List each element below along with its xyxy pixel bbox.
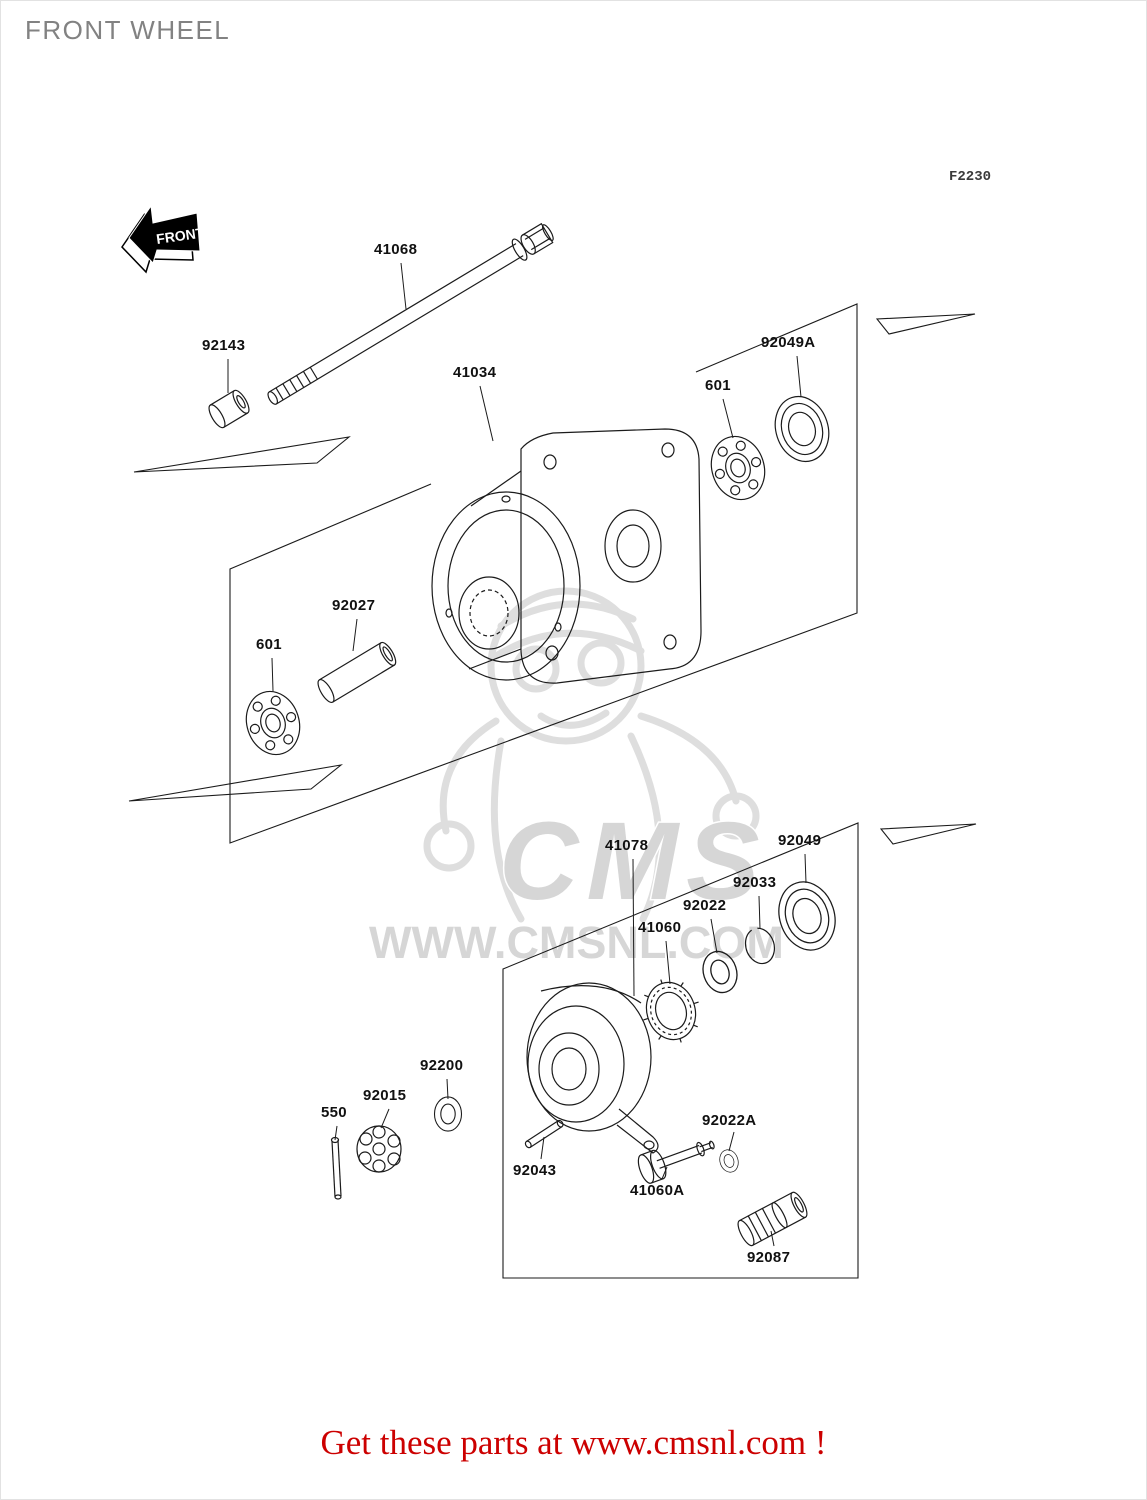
part-hub-41034: [431, 428, 702, 684]
part-label-92033[interactable]: 92033: [733, 874, 777, 891]
part-axle-41068: [267, 222, 554, 405]
front-arrow-label: FRONT: [155, 224, 205, 247]
part-pin-550: [330, 1136, 342, 1200]
part-label-550[interactable]: 550: [321, 1104, 347, 1121]
part-label-41068[interactable]: 41068: [374, 241, 418, 258]
part-gearshaft-41060a: [637, 1140, 715, 1184]
part-label-41034[interactable]: 41034: [453, 364, 497, 381]
part-label-92022[interactable]: 92022: [683, 897, 727, 914]
part-label-92049a[interactable]: 92049A: [761, 334, 816, 351]
front-arrow: FRONT: [121, 204, 206, 274]
part-bushing-92087: [737, 1191, 808, 1247]
part-retainer-92015: [356, 1125, 402, 1173]
part-label-92143[interactable]: 92143: [202, 337, 246, 354]
part-label-92049[interactable]: 92049: [778, 832, 822, 849]
part-label-92015[interactable]: 92015: [363, 1087, 407, 1104]
part-label-601[interactable]: 601: [705, 377, 731, 394]
group-boxes: [128, 303, 977, 1279]
part-pin-92043: [524, 1119, 564, 1149]
watermark-logo: CMS: [499, 800, 767, 923]
part-spacer-92027: [317, 641, 397, 704]
part-label-601[interactable]: 601: [256, 636, 282, 653]
watermark-mascot-graphic: [423, 587, 760, 923]
part-housing-41078: [526, 982, 659, 1154]
part-collar-92143: [208, 389, 250, 429]
leader-lines: [227, 262, 807, 1247]
part-label-41078[interactable]: 41078: [605, 837, 649, 854]
part-label-92200[interactable]: 92200: [420, 1057, 464, 1074]
part-label-41060a[interactable]: 41060A: [630, 1182, 685, 1199]
part-label-92043[interactable]: 92043: [513, 1162, 557, 1179]
figure-code: F2230: [949, 169, 992, 185]
footer-cta-link[interactable]: Get these parts at www.cmsnl.com !: [320, 1423, 827, 1462]
part-label-92087[interactable]: 92087: [747, 1249, 791, 1266]
page-title: FRONT WHEEL: [25, 15, 231, 45]
part-circlip-92033: [744, 927, 775, 965]
part-label-41060[interactable]: 41060: [638, 919, 682, 936]
part-label-92022a[interactable]: 92022A: [702, 1112, 757, 1129]
part-label-92027[interactable]: 92027: [332, 597, 376, 614]
